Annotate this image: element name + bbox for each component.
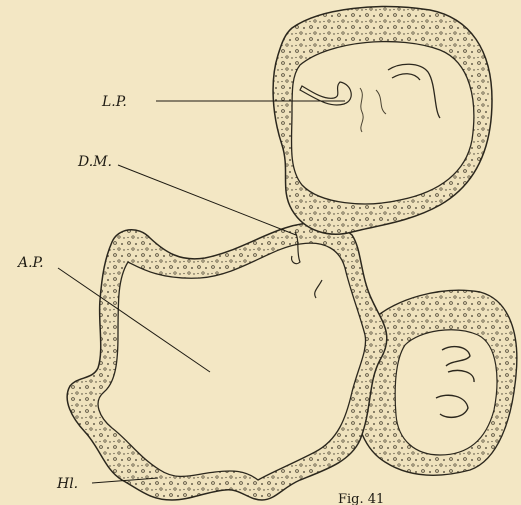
anterior-lobe-lumen (98, 243, 365, 480)
upper-lobe-lumen (291, 42, 473, 204)
label-hl: Hl. (56, 476, 78, 492)
label-dm: D.M. (77, 154, 112, 170)
label-lp: L.P. (101, 94, 127, 110)
label-ap: A.P. (16, 255, 44, 271)
figure-caption: Fig. 41 (338, 492, 384, 505)
dm-leader-line (118, 165, 296, 235)
